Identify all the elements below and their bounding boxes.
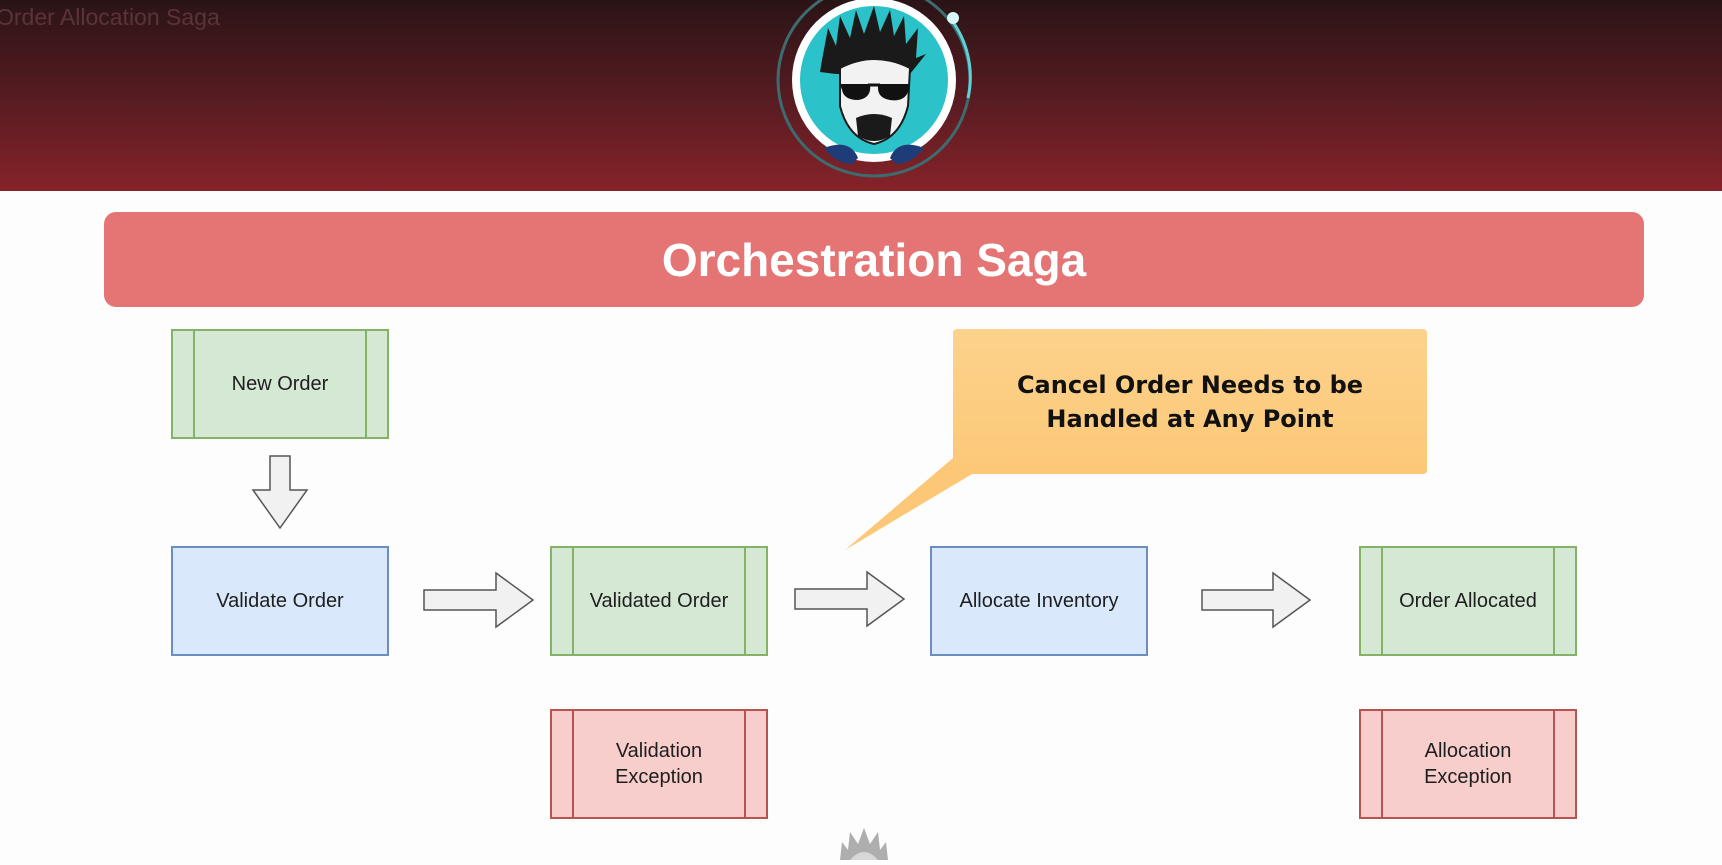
node-validate-order: Validate Order [171,546,389,656]
node-label: Order Allocated [1399,590,1537,612]
cartoon-avatar-logo-icon [770,0,978,188]
node-label: Allocate Inventory [959,590,1119,612]
right-arrow [423,571,535,629]
node-label: Allocation Exception [1424,740,1512,788]
callout-text: Cancel Order Needs to be Handled at Any … [1016,370,1364,433]
node-allocation-exception: Allocation Exception [1359,709,1577,819]
header-band: Order Allocation Saga [0,0,1722,191]
right-arrow [794,570,906,628]
node-order-allocated: Order Allocated [1359,546,1577,656]
node-allocate-inventory: Allocate Inventory [930,546,1148,656]
title-banner: Orchestration Saga [104,212,1644,307]
node-label: Validate Order [216,590,344,612]
node-new-order: New Order [171,329,389,439]
node-label: New Order [231,373,329,395]
node-label: Validated Order [589,590,729,612]
node-validated-order: Validated Order [550,546,768,656]
avatar-watermark-icon [832,826,896,860]
window-title: Order Allocation Saga [0,4,220,30]
page-title: Orchestration Saga [661,233,1087,286]
down-arrow [251,455,309,530]
node-validation-exception: Validation Exception [550,709,768,819]
right-arrow [1201,571,1312,629]
node-label: Validation Exception [615,740,703,788]
